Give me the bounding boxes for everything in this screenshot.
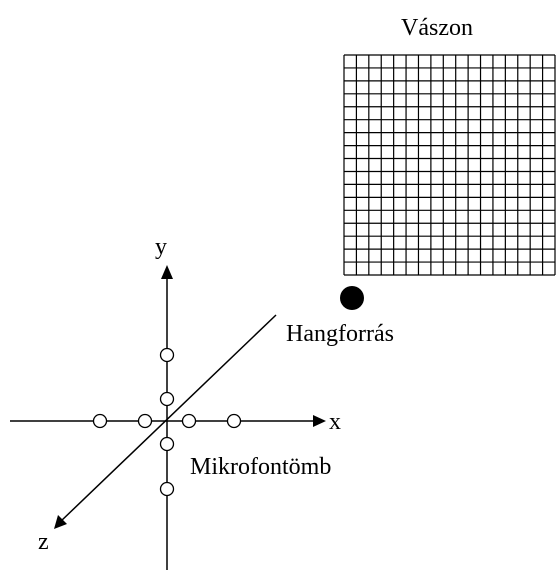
canvas-label: Vászon	[401, 15, 473, 41]
sound-source-label: Hangforrás	[286, 321, 394, 347]
sound-source-dot	[340, 286, 364, 310]
microphone	[159, 347, 175, 363]
microphone	[159, 481, 175, 497]
microphone	[181, 413, 197, 429]
x-axis-label: x	[329, 409, 341, 435]
mic-array-label: Mikrofontömb	[190, 454, 331, 480]
microphone	[137, 413, 153, 429]
microphone	[159, 391, 175, 407]
microphone	[92, 413, 108, 429]
z-axis-label: z	[38, 529, 49, 555]
y-axis-arrow	[161, 265, 173, 279]
x-axis-arrow	[313, 415, 326, 427]
microphone	[159, 436, 175, 452]
z-axis-arrow	[54, 515, 67, 529]
microphone	[226, 413, 242, 429]
canvas-grid	[343, 54, 556, 276]
z-axis-line	[59, 314, 277, 523]
y-axis-label: y	[155, 234, 167, 260]
